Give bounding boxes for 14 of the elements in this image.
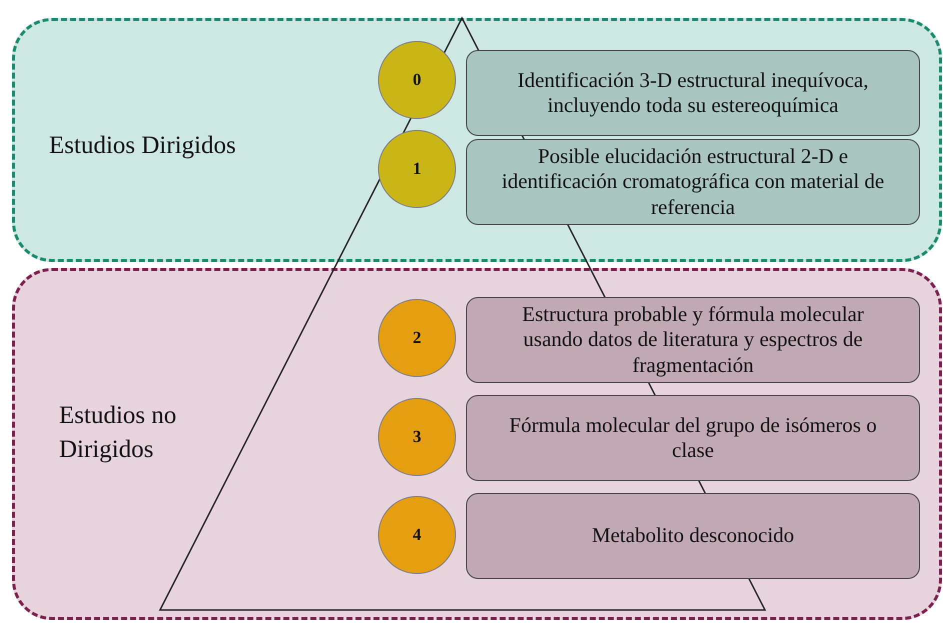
level-description-box: Metabolito desconocido: [466, 493, 920, 579]
level-number: 0: [378, 41, 456, 119]
group-band: [12, 18, 942, 262]
level-description-box: Identificación 3-D estructural inequívoca, incluyendo toda su estereoquímica: [466, 50, 920, 136]
group-band: [12, 268, 942, 620]
level-number: 4: [378, 496, 456, 574]
level-number: 2: [378, 299, 456, 377]
level-description-box: Estructura probable y fórmula molecular usando datos de literatura y espectros de fragmentación: [466, 297, 920, 383]
level-number: 1: [378, 130, 456, 208]
level-number: 3: [378, 398, 456, 476]
group-title: Estudios Dirigidos: [49, 131, 237, 161]
group-title: Estudios no Dirigidos: [59, 401, 178, 465]
level-description-box: Fórmula molecular del grupo de isómeros o clase: [466, 395, 920, 481]
level-description-box: Posible elucidación estructural 2-D e identificación cromatográfica con material de referencia: [466, 139, 920, 225]
